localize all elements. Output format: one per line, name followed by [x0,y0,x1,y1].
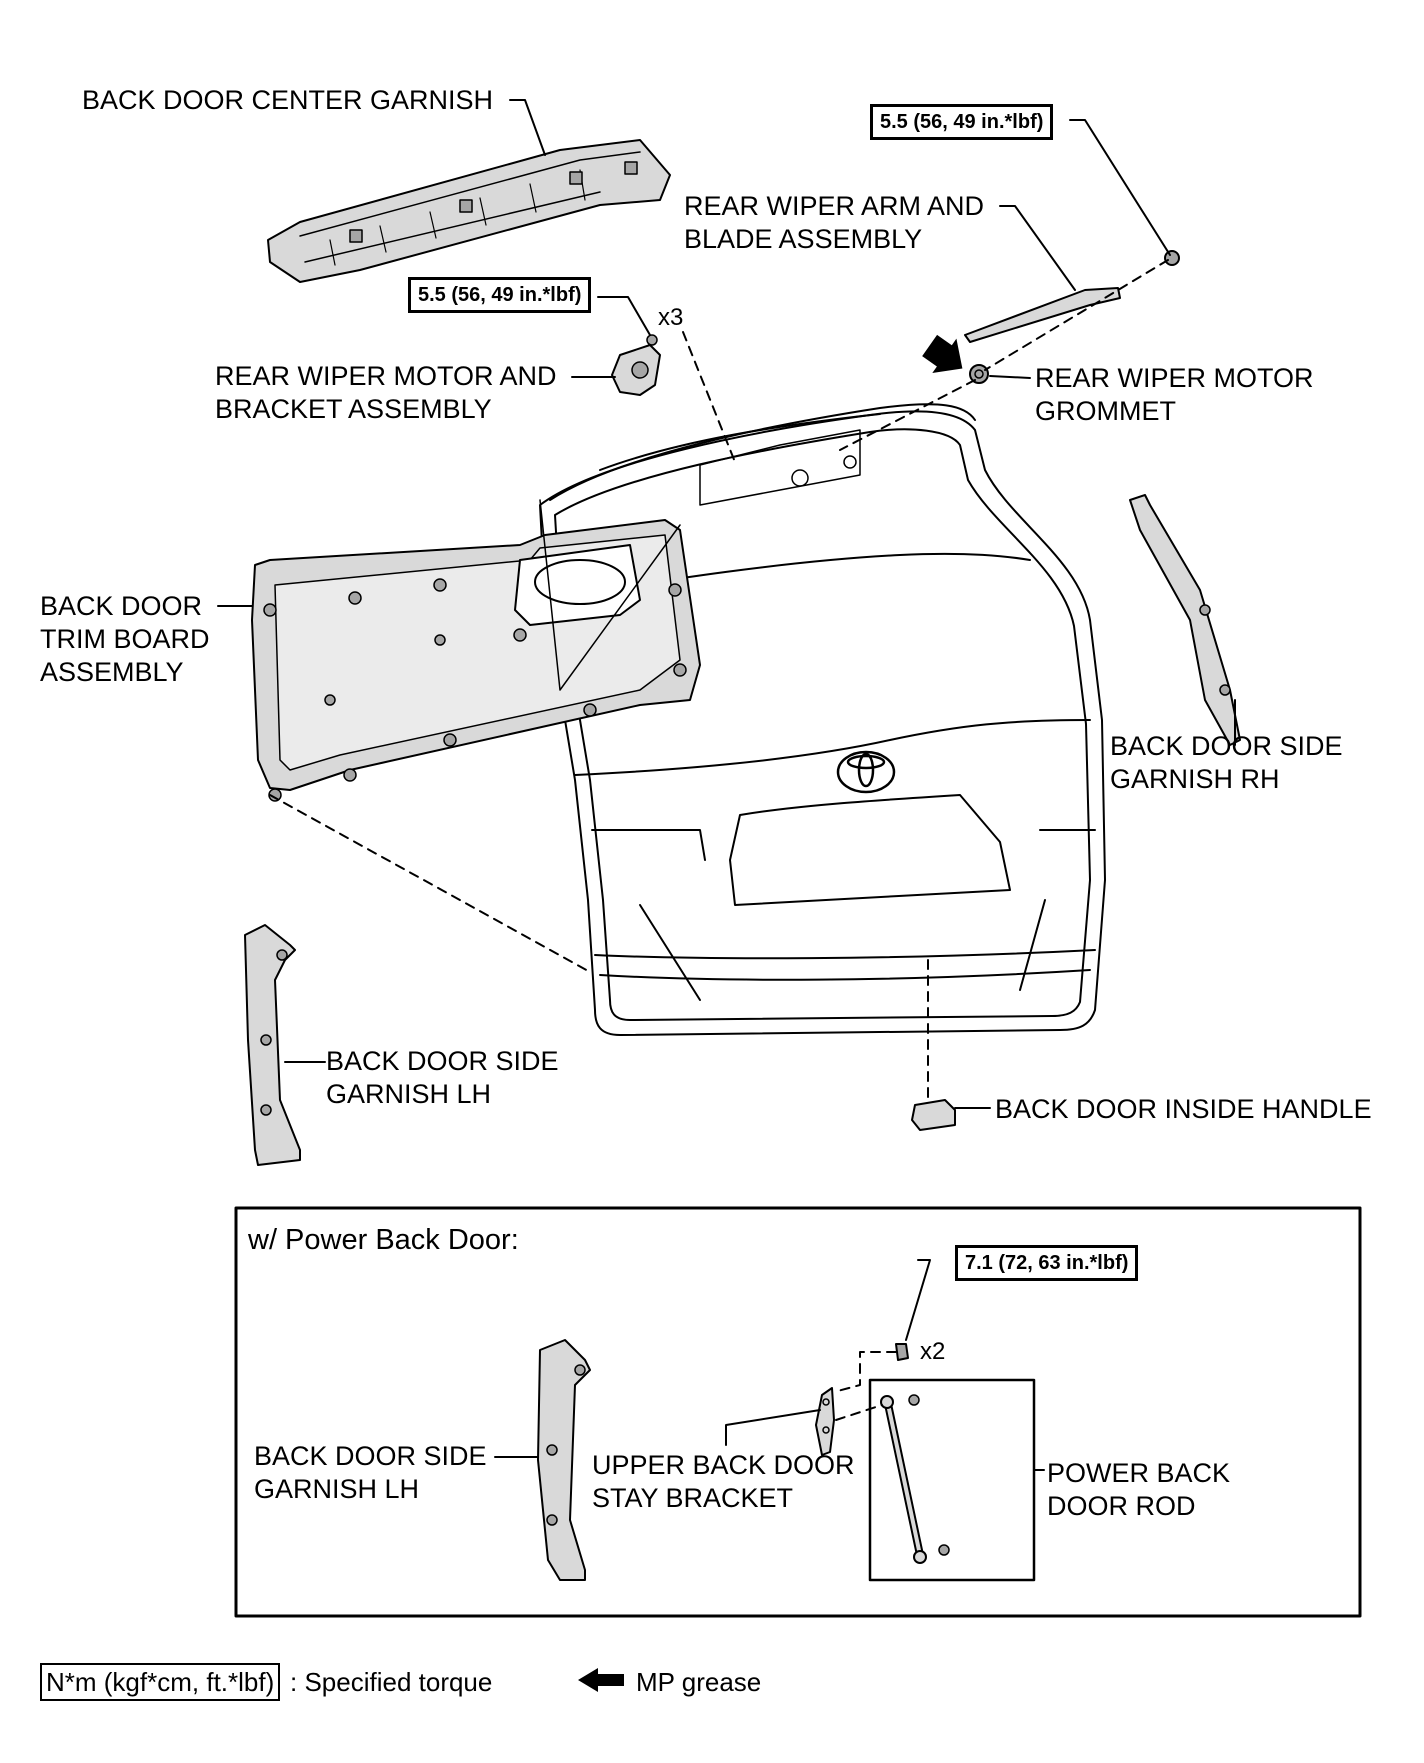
label-side-garnish-lh: BACK DOOR SIDE GARNISH LH [326,1045,559,1111]
grommet-part [969,364,989,384]
label-side-garnish-rh-line1: BACK DOOR SIDE [1110,731,1343,761]
mp-grease-arrow-icon [922,334,963,374]
leader-lines [217,99,1236,1109]
inset-label-side-garnish-lh: BACK DOOR SIDE GARNISH LH [254,1440,487,1506]
inset-power-rod-part [880,1394,950,1564]
power-rod-frame [868,1378,1036,1582]
label-side-garnish-rh-line2: GARNISH RH [1110,764,1280,794]
label-trim-board: BACK DOOR TRIM BOARD ASSEMBLY [40,590,210,689]
qty-stay-bracket-bolts: x2 [920,1338,946,1365]
label-wiper-arm: REAR WIPER ARM AND BLADE ASSEMBLY [684,190,984,256]
inset-side-garnish-lh-part [537,1339,591,1581]
torque-wiper-motor-bolt: 5.5 (56, 49 in.*lbf) [408,277,592,313]
qty-wiper-motor-bolts: x3 [658,304,684,331]
label-trim-board-line1: BACK DOOR [40,591,203,621]
torque-stay-bracket-bolt: 7.1 (72, 63 in.*lbf) [955,1245,1139,1281]
label-trim-board-line3: ASSEMBLY [40,657,184,687]
label-wiper-motor-line2: BRACKET ASSEMBLY [215,394,492,424]
legend-grease-arrow-icon [578,1668,624,1692]
inset-frame [234,1206,1362,1618]
inset-leader-lines [494,1259,1045,1471]
inset-bolt-part [895,1343,909,1361]
inset-title: w/ Power Back Door: [248,1224,519,1256]
inside-handle-part [911,1099,956,1131]
inset-alignment-lines [833,1351,897,1421]
center-garnish-part [267,139,671,283]
label-inside-handle: BACK DOOR INSIDE HANDLE [995,1094,1372,1124]
label-wiper-arm-line2: BLADE ASSEMBLY [684,224,923,254]
inset-label-stay-bracket-line1: UPPER BACK DOOR [592,1450,855,1480]
label-wiper-motor-line1: REAR WIPER MOTOR AND [215,361,557,391]
wiper-motor-part [611,334,661,396]
label-wiper-arm-line1: REAR WIPER ARM AND [684,191,985,221]
legend-torque-unit: N*m (kgf*cm, ft.*lbf) [40,1663,281,1701]
inset-label-stay-bracket: UPPER BACK DOOR STAY BRACKET [592,1449,855,1515]
legend-grease-desc: MP grease [636,1667,762,1697]
back-door-panel [539,403,1106,1036]
label-side-garnish-rh: BACK DOOR SIDE GARNISH RH [1110,730,1343,796]
label-side-garnish-lh-line1: BACK DOOR SIDE [326,1046,559,1076]
inset-label-stay-bracket-line2: STAY BRACKET [592,1483,794,1513]
label-center-garnish: BACK DOOR CENTER GARNISH [82,85,494,115]
inset-label-power-rod: POWER BACK DOOR ROD [1047,1457,1230,1523]
inset-label-power-rod-line2: DOOR ROD [1047,1491,1196,1521]
label-trim-board-line2: TRIM BOARD [40,624,210,654]
side-garnish-lh-part [244,924,301,1166]
inset-label-side-garnish-lh-line2: GARNISH LH [254,1474,420,1504]
label-grommet-line2: GROMMET [1035,396,1176,426]
label-grommet-line1: REAR WIPER MOTOR [1035,363,1314,393]
inset-label-power-rod-line1: POWER BACK [1047,1458,1231,1488]
label-side-garnish-lh-line2: GARNISH LH [326,1079,492,1109]
legend-torque-desc: : Specified torque [290,1667,493,1697]
torque-wiper-arm-nut: 5.5 (56, 49 in.*lbf) [870,104,1054,140]
wiper-arm-part [964,250,1180,343]
label-wiper-motor: REAR WIPER MOTOR AND BRACKET ASSEMBLY [215,360,557,426]
alignment-lines [269,259,1169,1099]
trim-board-part [251,499,701,802]
side-garnish-rh-part [1129,494,1241,746]
label-grommet: REAR WIPER MOTOR GROMMET [1035,362,1314,428]
inset-stay-bracket-part [815,1387,835,1456]
inset-label-side-garnish-lh-line1: BACK DOOR SIDE [254,1441,487,1471]
toyota-emblem-icon [836,750,896,794]
